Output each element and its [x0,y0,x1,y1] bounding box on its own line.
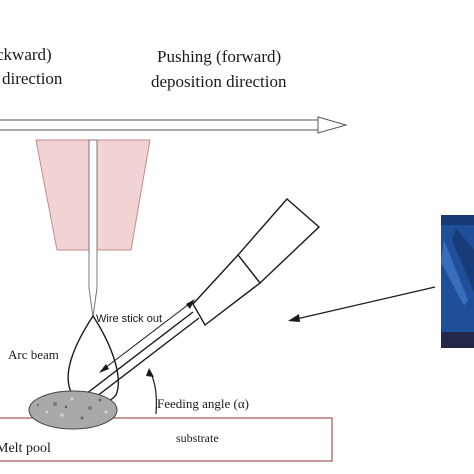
wire-feeder [81,198,321,404]
wire-stick-out-label: Wire stick out [96,313,162,325]
melt-pool-label: Melt pool [0,441,51,456]
forward-direction-label-line2: deposition direction [151,72,287,91]
pointer-arrow [288,286,436,322]
feeding-angle-arc [146,368,157,415]
deposition-direction-arrow [0,116,348,134]
electrode-wire [88,139,98,318]
feeding-angle-label: Feeding angle (α) [157,396,249,411]
melt-pool [28,390,118,430]
backward-direction-label-line1: ckward) [0,45,52,64]
arc-beam-label: Arc beam [8,347,59,362]
backward-direction-label-line2: direction [2,69,63,88]
substrate-label: substrate [176,431,219,445]
forward-direction-label-line1: Pushing (forward) [157,47,281,66]
process-photo [441,215,474,348]
wire-stick-out-dimension [99,299,195,373]
